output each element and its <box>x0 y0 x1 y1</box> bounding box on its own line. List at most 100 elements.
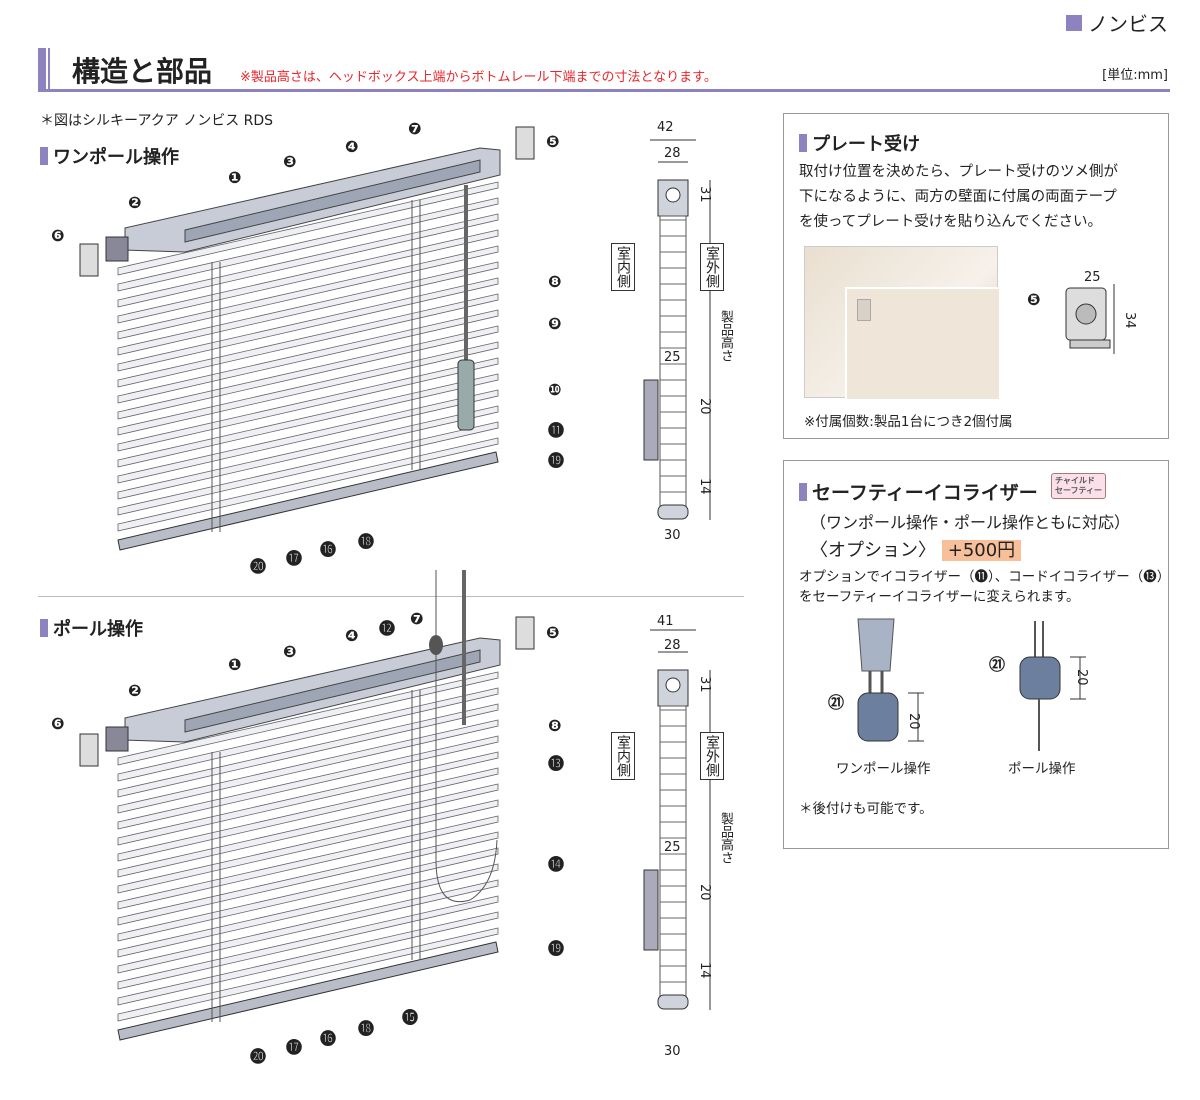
dim-bottom-width: 30 <box>664 1044 681 1059</box>
bracket-5 <box>515 616 535 650</box>
brand-label: ノンビス <box>1066 8 1168 37</box>
slat <box>117 783 499 878</box>
end-bracket <box>105 726 129 752</box>
side-pulley <box>665 677 681 693</box>
callout-17: ⓱ <box>286 549 303 568</box>
slat <box>117 245 499 340</box>
slat <box>117 735 499 830</box>
slat <box>117 229 499 324</box>
safety-subtitle: （ワンポール操作・ポール操作ともに対応） <box>810 513 1131 532</box>
slat <box>117 197 499 292</box>
callout-18: ⓲ <box>358 1019 375 1038</box>
callout-8: ❽ <box>548 716 562 735</box>
outdoor-label: 室外側 <box>700 243 724 291</box>
slat <box>117 831 499 926</box>
equalizer-height: 20 <box>906 713 921 730</box>
title-bar: 構造と部品 ※製品高さは、ヘッドボックス上端からボトムレール下端までの寸法となり… <box>38 48 1170 92</box>
callout-9: ❾ <box>548 314 562 333</box>
callout-19: ⓳ <box>548 939 565 958</box>
dim-pitch: 20 <box>697 398 712 415</box>
slat <box>117 357 499 452</box>
slat <box>117 341 499 436</box>
safety-description: オプションでイコライザー（⓫）、コードイコライザー（⓭）をセーフティーイコライザ… <box>799 569 1171 605</box>
callout-3: ❸ <box>283 152 297 171</box>
callout-6: ❻ <box>51 714 65 733</box>
plate-count-note: ※付属個数:製品1台につき2個付属 <box>804 414 1013 430</box>
caption-one-pole: ワンポール操作 <box>836 761 931 777</box>
callout-8: ❽ <box>548 272 562 291</box>
dim-head: 31 <box>697 186 712 203</box>
plate-panel: プレート受け 取付け位置を決めたら、プレート受けのツメ側が下になるように、両方の… <box>783 113 1169 439</box>
callout-7: ❼ <box>408 119 422 138</box>
slat <box>117 687 499 782</box>
divider <box>38 596 744 597</box>
callout-19: ⓳ <box>548 451 565 470</box>
slat <box>117 277 499 372</box>
dim-bottom: 14 <box>697 478 712 495</box>
callout-21: ㉑ <box>828 693 845 712</box>
page-title: 構造と部品 <box>72 55 213 88</box>
plate-instructions: 取付け位置を決めたら、プレート受けのツメ側が下になるように、両方の壁面に付属の両… <box>799 164 1118 230</box>
dim-width: 42 <box>657 120 674 135</box>
section-one-pole: ワンポール操作 <box>40 143 179 169</box>
dim-slat: 25 <box>664 840 681 855</box>
slat <box>117 325 499 420</box>
callout-5: ❺ <box>1027 290 1041 309</box>
callout-13: ⓭ <box>548 754 565 773</box>
callout-2: ❷ <box>128 193 142 212</box>
side-bottom-rail <box>657 504 689 520</box>
callout-1: ❶ <box>228 168 242 187</box>
callout-20: ⓴ <box>250 557 267 576</box>
headrail-face <box>184 159 481 243</box>
callout-1: ❶ <box>228 655 242 674</box>
bottom-rail <box>117 941 499 1041</box>
retrofit-note: ＊後付けも可能です。 <box>799 801 933 817</box>
side-wand <box>643 379 659 461</box>
slat <box>117 847 499 942</box>
dim-width-inner: 28 <box>664 638 681 653</box>
side-pulley <box>665 187 681 203</box>
dim-head: 31 <box>697 676 712 693</box>
slat <box>117 799 499 894</box>
equalizer-height: 20 <box>1074 669 1089 686</box>
bracket-5 <box>515 126 535 160</box>
product-height-label: 製品高さ <box>718 310 733 362</box>
outdoor-label: 室外側 <box>700 732 724 780</box>
plate-width: 25 <box>1084 270 1101 285</box>
indoor-label: 室内側 <box>611 732 635 780</box>
slat <box>117 895 499 990</box>
bracket-6 <box>79 733 99 767</box>
plate-bracket-icon <box>1065 284 1115 354</box>
slat <box>117 751 499 846</box>
slat <box>117 863 499 958</box>
callout-7: ❼ <box>410 609 424 628</box>
dim-bottom-width: 30 <box>664 528 681 543</box>
slat <box>117 181 499 276</box>
safety-panel: セーフティーイコライザー チャイルドセーフティー （ワンポール操作・ポール操作と… <box>783 460 1171 849</box>
slat <box>117 437 499 532</box>
slat <box>117 703 499 798</box>
callout-12: ⓬ <box>379 619 396 638</box>
slat <box>117 911 499 1006</box>
callout-4: ❹ <box>345 137 359 156</box>
cord-equalizer <box>429 635 443 655</box>
callout-15: ⓯ <box>402 1008 419 1027</box>
section-pole: ポール操作 <box>40 615 143 641</box>
callout-16: ⓰ <box>320 1029 337 1048</box>
caption-pole: ポール操作 <box>1008 761 1076 777</box>
slat <box>117 767 499 862</box>
slat <box>117 421 499 516</box>
slat <box>117 293 499 388</box>
side-slats <box>659 705 687 997</box>
callout-10: ❿ <box>548 380 562 399</box>
slat <box>117 261 499 356</box>
slat <box>117 927 499 1022</box>
callout-14: ⓮ <box>548 855 565 874</box>
child-safety-badge: チャイルドセーフティー <box>1051 473 1107 499</box>
callout-2: ❷ <box>128 681 142 700</box>
dim-width-inner: 28 <box>664 146 681 161</box>
product-height-label: 製品高さ <box>718 812 733 864</box>
indoor-label: 室内側 <box>611 243 635 291</box>
callout-21: ㉑ <box>989 655 1006 674</box>
slat <box>117 213 499 308</box>
